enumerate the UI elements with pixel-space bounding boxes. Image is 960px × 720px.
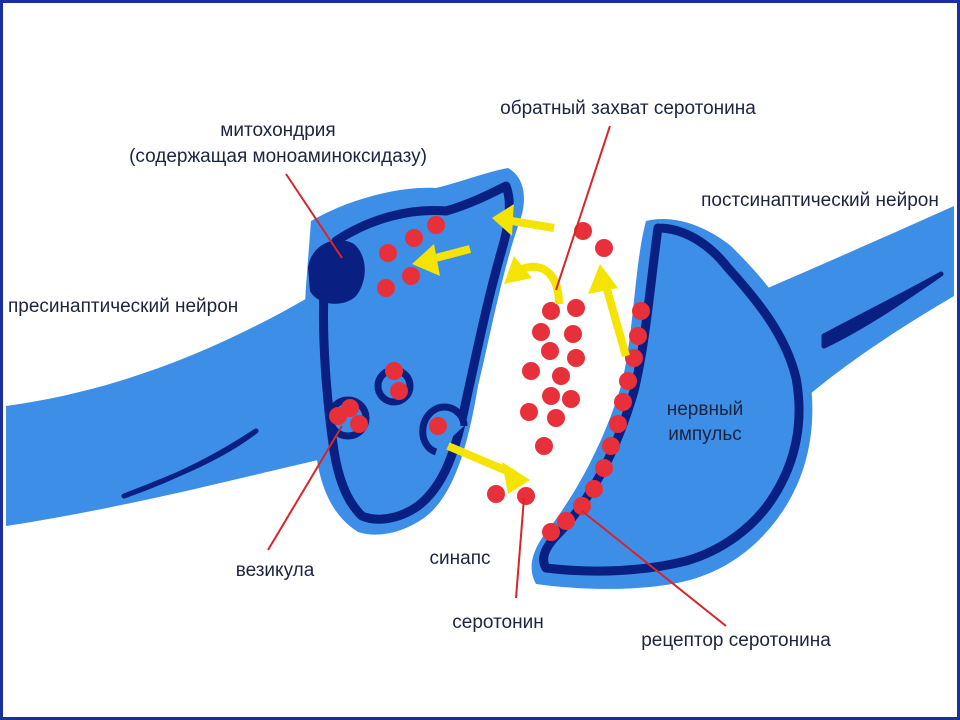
labels: митохондрия (содержащая моноаминоксидазу… bbox=[8, 98, 939, 651]
pointer-receptor bbox=[581, 510, 727, 627]
arrow-receptor-up bbox=[602, 280, 630, 358]
arrow-release bbox=[446, 442, 520, 478]
label-serotonin: серотонин bbox=[452, 612, 543, 633]
label-receptor: рецептор серотонина bbox=[641, 630, 831, 651]
label-mitochondria-note: (содержащая моноаминоксидазу) bbox=[129, 146, 427, 167]
pointer-serotonin bbox=[515, 497, 525, 599]
pointer-vesicle bbox=[267, 425, 343, 551]
arrow-reuptake-1 bbox=[500, 215, 555, 232]
synapse-diagram: митохондрия (содержащая моноаминоксидазу… bbox=[6, 98, 954, 651]
label-nerve-impulse-2: импульс bbox=[668, 424, 742, 445]
label-nerve-impulse-1: нервный bbox=[667, 399, 743, 420]
label-synapse: синапс bbox=[430, 548, 491, 569]
pointer-mitochondria bbox=[285, 173, 343, 259]
label-reuptake: обратный захват серотонина bbox=[500, 98, 756, 119]
label-presynaptic: пресинаптический нейрон bbox=[8, 296, 238, 317]
mitochondrion-icon bbox=[308, 240, 365, 304]
presynaptic-neuron bbox=[6, 168, 524, 535]
presynaptic-axon-line bbox=[121, 428, 259, 499]
label-vesicle: везикула bbox=[236, 560, 315, 581]
serotonin-molecules bbox=[329, 216, 650, 541]
postsynaptic-body bbox=[531, 218, 813, 589]
label-postsynaptic: постсинаптический нейрон bbox=[701, 190, 939, 211]
postsynaptic-neuron bbox=[531, 206, 954, 589]
label-mitochondria: митохондрия bbox=[220, 120, 335, 141]
pointer-reuptake bbox=[555, 125, 611, 291]
postsynaptic-dendrite-line bbox=[821, 271, 944, 349]
presynaptic-membrane bbox=[318, 181, 514, 524]
pointer-lines bbox=[267, 125, 727, 627]
presynaptic-axon bbox=[6, 296, 336, 526]
arrow-heads bbox=[412, 204, 618, 494]
